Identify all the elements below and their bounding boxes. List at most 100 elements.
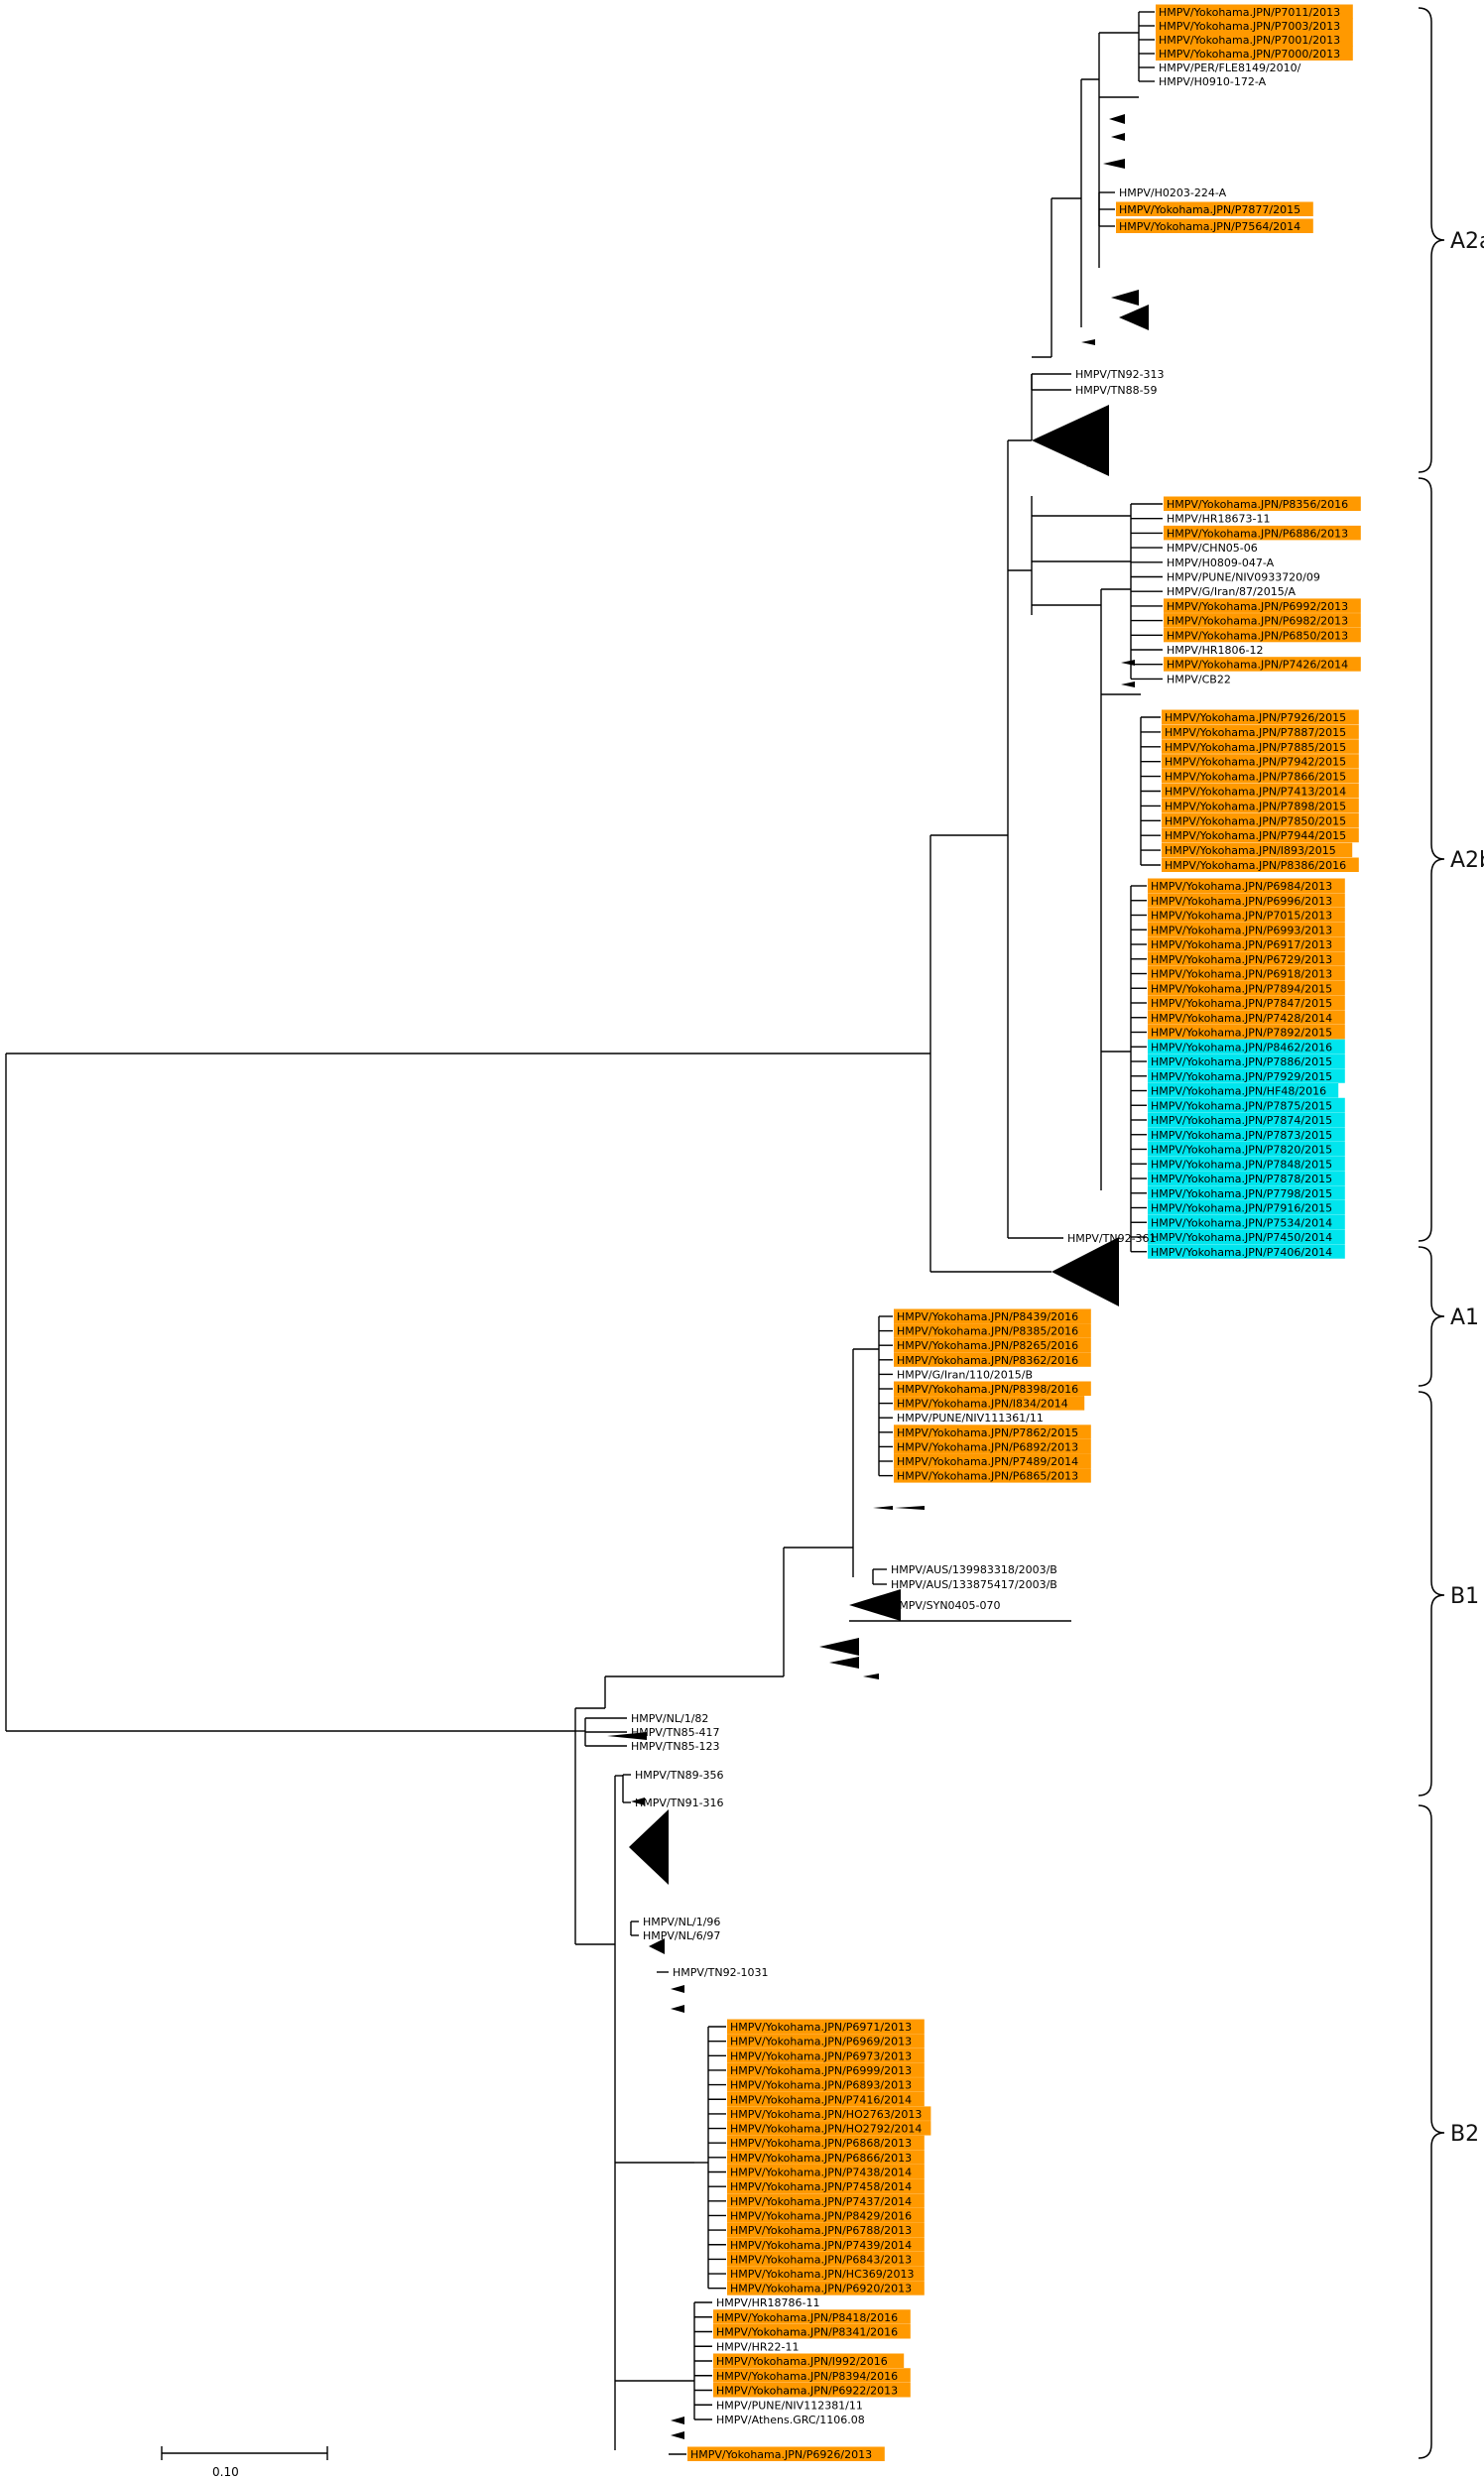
leaf-label: HMPV/Yokohama.JPN/P7877/2015 — [1119, 203, 1300, 216]
leaf-label: HMPV/Yokohama.JPN/P6982/2013 — [1167, 615, 1348, 628]
leaf-highlight-orange — [894, 1425, 1091, 1439]
collapsed-b2-2 — [649, 1938, 665, 1954]
leaf-highlight-cyan — [1148, 1171, 1345, 1185]
leaf-label: HMPV/Yokohama.JPN/P6917/2013 — [1151, 938, 1332, 951]
leaf-highlight-orange — [1156, 32, 1353, 47]
leaf-label: HMPV/Yokohama.JPN/P8439/2016 — [897, 1310, 1078, 1323]
leaf-label: HMPV/Yokohama.JPN/P7003/2013 — [1159, 20, 1340, 33]
leaf-highlight-orange — [1156, 46, 1353, 61]
collapsed-a2a-1 — [1109, 114, 1125, 124]
collapsed-b1-4 — [863, 1674, 879, 1679]
collapsed-subtrees — [607, 114, 1149, 2439]
leaf-label: HMPV/H0809-047-A — [1167, 557, 1275, 569]
leaf-label: HMPV/Yokohama.JPN/HC369/2013 — [730, 2268, 914, 2281]
leaf-label: HMPV/Yokohama.JPN/P6868/2013 — [730, 2137, 912, 2150]
leaf-label: HMPV/Yokohama.JPN/P7887/2015 — [1165, 726, 1346, 739]
leaf-highlight-orange — [727, 2193, 925, 2208]
leaf-label: HMPV/Yokohama.JPN/P7850/2015 — [1165, 814, 1346, 827]
leaf-label: HMPV/Yokohama.JPN/P6969/2013 — [730, 2036, 912, 2048]
leaf-label: HMPV/Yokohama.JPN/I992/2016 — [716, 2355, 888, 2368]
leaf-highlight-orange — [1164, 627, 1361, 643]
leaf-label: HMPV/Yokohama.JPN/P6850/2013 — [1167, 629, 1348, 642]
leaf-label: HMPV/Yokohama.JPN/P6922/2013 — [716, 2385, 898, 2398]
leaf-highlight-orange — [1116, 218, 1313, 233]
leaf-highlight-orange — [713, 2309, 911, 2324]
leaf-label: HMPV/TN92-313 — [1075, 368, 1165, 381]
leaf-label: HMPV/Yokohama.JPN/P6993/2013 — [1151, 924, 1332, 936]
leaf-highlight-orange — [1162, 812, 1359, 828]
leaf-highlight-cyan — [1148, 1200, 1345, 1215]
collapsed-a2a-7 — [1086, 463, 1100, 469]
leaf-label: HMPV/CHN05-06 — [1167, 542, 1258, 555]
leaf-highlight-orange — [1162, 842, 1353, 858]
leaf-highlight-orange — [1148, 1010, 1345, 1025]
leaf-label: HMPV/NL/1/96 — [643, 1916, 720, 1928]
collapsed-b1-6 — [873, 1506, 893, 1510]
leaf-label: HMPV/Yokohama.JPN/P7848/2015 — [1151, 1158, 1332, 1171]
leaf-label: HMPV/Yokohama.JPN/P7439/2014 — [730, 2239, 912, 2252]
clade-bracket-a2b: A2b — [1418, 477, 1484, 1242]
leaf-label: HMPV/Yokohama.JPN/P6999/2013 — [730, 2064, 912, 2077]
leaf-label: HMPV/Yokohama.JPN/P7916/2015 — [1151, 1202, 1332, 1215]
leaf-label: HMPV/Yokohama.JPN/P7885/2015 — [1165, 741, 1346, 754]
clade-label-a2b: A2b — [1450, 848, 1484, 873]
leaf-label: HMPV/Yokohama.JPN/P7820/2015 — [1151, 1144, 1332, 1157]
leaf-highlight-orange — [727, 2091, 925, 2107]
leaf-label: HMPV/Yokohama.JPN/P7015/2013 — [1151, 910, 1332, 923]
leaf-label: HMPV/Yokohama.JPN/P7862/2015 — [897, 1426, 1078, 1439]
leaf-label: HMPV/Yokohama.JPN/P6866/2013 — [730, 2152, 912, 2165]
leaf-highlight-orange — [894, 1396, 1085, 1411]
clade-bracket-b2: B2 — [1418, 1804, 1479, 2459]
leaf-highlight-orange — [1148, 908, 1345, 923]
leaf-highlight-orange — [727, 2266, 925, 2282]
leaf-label: HMPV/NL/1/82 — [631, 1712, 708, 1725]
collapsed-a2a-6 — [1081, 339, 1095, 345]
leaf-highlight-cyan — [1148, 1112, 1345, 1127]
collapsed-b1-5 — [895, 1506, 925, 1510]
collapsed-root-mid — [607, 1732, 647, 1740]
leaf-label: HMPV/Yokohama.JPN/P7458/2014 — [730, 2180, 912, 2193]
leaf-label: HMPV/Yokohama.JPN/P7534/2014 — [1151, 1216, 1332, 1229]
leaf-label: HMPV/Yokohama.JPN/P7926/2015 — [1165, 711, 1346, 724]
leaf-highlight-orange — [713, 2368, 911, 2383]
leaf-label: HMPV/Yokohama.JPN/HF48/2016 — [1151, 1085, 1326, 1098]
collapsed-b2-large — [629, 1809, 669, 1885]
leaf-label: HMPV/TN88-59 — [1075, 384, 1158, 397]
leaf-highlight-cyan — [1148, 1054, 1345, 1068]
collapsed-a2a-4 — [1111, 290, 1139, 306]
leaf-label: HMPV/Yokohama.JPN/P8386/2016 — [1165, 859, 1346, 872]
leaf-label: HMPV/PUNE/NIV112381/11 — [716, 2399, 863, 2412]
leaf-label: HMPV/Yokohama.JPN/P7892/2015 — [1151, 1027, 1332, 1040]
leaf-label: HMPV/Yokohama.JPN/P7450/2014 — [1151, 1231, 1332, 1244]
leaf-label: HMPV/Yokohama.JPN/P6973/2013 — [730, 2049, 912, 2062]
leaf-label: HMPV/H0203-224-A — [1119, 186, 1227, 199]
leaf-label: HMPV/Yokohama.JPN/P8385/2016 — [897, 1325, 1078, 1338]
leaf-highlight-orange — [727, 2121, 931, 2136]
leaf-highlight-orange — [1148, 936, 1345, 951]
leaf-highlight-orange — [894, 1453, 1091, 1468]
leaf-highlight-orange — [1148, 951, 1345, 966]
collapsed-b1-3 — [829, 1657, 859, 1669]
leaf-highlight-orange — [1164, 657, 1361, 672]
leaf-label: HMPV/Yokohama.JPN/P7000/2013 — [1159, 48, 1340, 61]
leaf-label: HMPV/HR1806-12 — [1167, 644, 1264, 657]
leaf-label: HMPV/Yokohama.JPN/P8462/2016 — [1151, 1041, 1332, 1054]
leaf-label: HMPV/HR18673-11 — [1167, 513, 1271, 526]
leaf-label: HMPV/Yokohama.JPN/P8418/2016 — [716, 2311, 898, 2324]
leaf-highlight-orange — [1162, 857, 1359, 872]
collapsed-b1-1 — [849, 1589, 901, 1621]
leaf-highlight-orange — [1116, 201, 1313, 216]
collapsed-b2-4 — [671, 2005, 684, 2013]
collapsed-b2-5 — [671, 2417, 684, 2424]
clade-label-b2: B2 — [1450, 2122, 1479, 2147]
leaf-highlight-cyan — [1148, 1127, 1345, 1142]
leaf-highlight-cyan — [1148, 1068, 1345, 1083]
leaf-label: HMPV/Yokohama.JPN/P6996/2013 — [1151, 895, 1332, 908]
collapsed-a2b-2 — [1121, 682, 1135, 687]
leaf-highlight-orange — [727, 2165, 925, 2179]
leaf-label: HMPV/Yokohama.JPN/P7878/2015 — [1151, 1173, 1332, 1185]
leaf-label: HMPV/Yokohama.JPN/P7437/2014 — [730, 2195, 912, 2208]
leaf-highlight-orange — [713, 2353, 905, 2368]
leaf-highlight-orange — [1162, 754, 1359, 769]
